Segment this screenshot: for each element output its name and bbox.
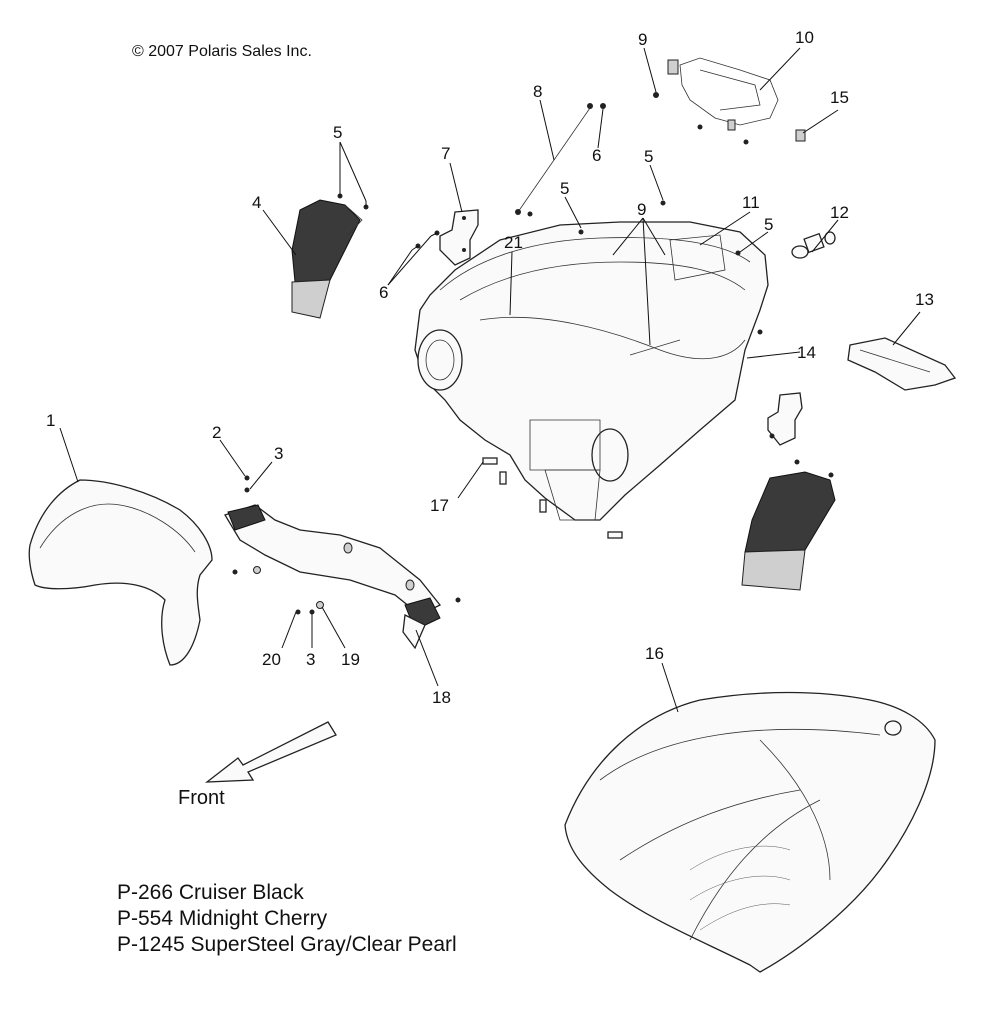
- part-1-fairing: [28, 479, 213, 666]
- callout-6-left: 6: [379, 283, 388, 302]
- callout-5-upper: 5: [644, 147, 653, 166]
- color-options-list: P-266 Cruiser Black P-554 Midnight Cherr…: [117, 880, 457, 958]
- part-18-hinge-mount: [224, 504, 442, 650]
- callout-12: 12: [830, 203, 849, 222]
- callout-10: 10: [795, 28, 814, 47]
- color-option: P-266 Cruiser Black: [117, 881, 304, 904]
- part-10-latch-assembly: [667, 57, 779, 126]
- callout-19: 19: [341, 650, 360, 669]
- callout-3-upper: 3: [274, 444, 283, 463]
- front-direction-arrow: [204, 721, 337, 783]
- callout-1: 1: [46, 411, 55, 430]
- callout-5-right: 5: [764, 215, 773, 234]
- callout-7: 7: [441, 144, 450, 163]
- color-option: P-554 Midnight Cherry: [117, 907, 328, 930]
- part-13-mat: [847, 337, 957, 391]
- leader-lines: [59, 47, 921, 713]
- callout-6-upper: 6: [592, 146, 601, 165]
- callout-14: 14: [797, 343, 816, 362]
- callout-4: 4: [252, 193, 261, 212]
- callout-18: 18: [432, 688, 451, 707]
- callout-numbers: 1 2 3 3 4 5 5 5 5 6 6 7 8 9 9 10 11 12 1…: [46, 28, 934, 707]
- callout-2: 2: [212, 423, 221, 442]
- copyright-notice: © 2007 Polaris Sales Inc.: [132, 43, 312, 60]
- callout-5-center: 5: [560, 179, 569, 198]
- part-4-speaker-grille-left: [291, 199, 363, 319]
- part-14-trunk-body: [414, 221, 769, 521]
- front-direction-label: Front: [178, 787, 225, 809]
- color-option: P-1245 SuperSteel Gray/Clear Pearl: [117, 933, 457, 956]
- callout-20: 20: [262, 650, 281, 669]
- part-16-lid: [564, 691, 936, 973]
- hardware: [232, 92, 834, 615]
- callout-8: 8: [533, 82, 542, 101]
- callout-21: 21: [504, 233, 523, 252]
- callout-3-lower: 3: [306, 650, 315, 669]
- callout-17: 17: [430, 496, 449, 515]
- callout-9-center: 9: [637, 200, 646, 219]
- callout-5-left: 5: [333, 123, 342, 142]
- callout-13: 13: [915, 290, 934, 309]
- callout-15: 15: [830, 88, 849, 107]
- callout-16: 16: [645, 644, 664, 663]
- part-12-lock-cylinder: [791, 231, 836, 259]
- callout-11: 11: [742, 193, 760, 212]
- callout-9-upper: 9: [638, 30, 647, 49]
- part-bracket-right: [767, 392, 803, 446]
- part-7-bracket: [439, 209, 479, 266]
- part-speaker-grille-right: [741, 471, 836, 591]
